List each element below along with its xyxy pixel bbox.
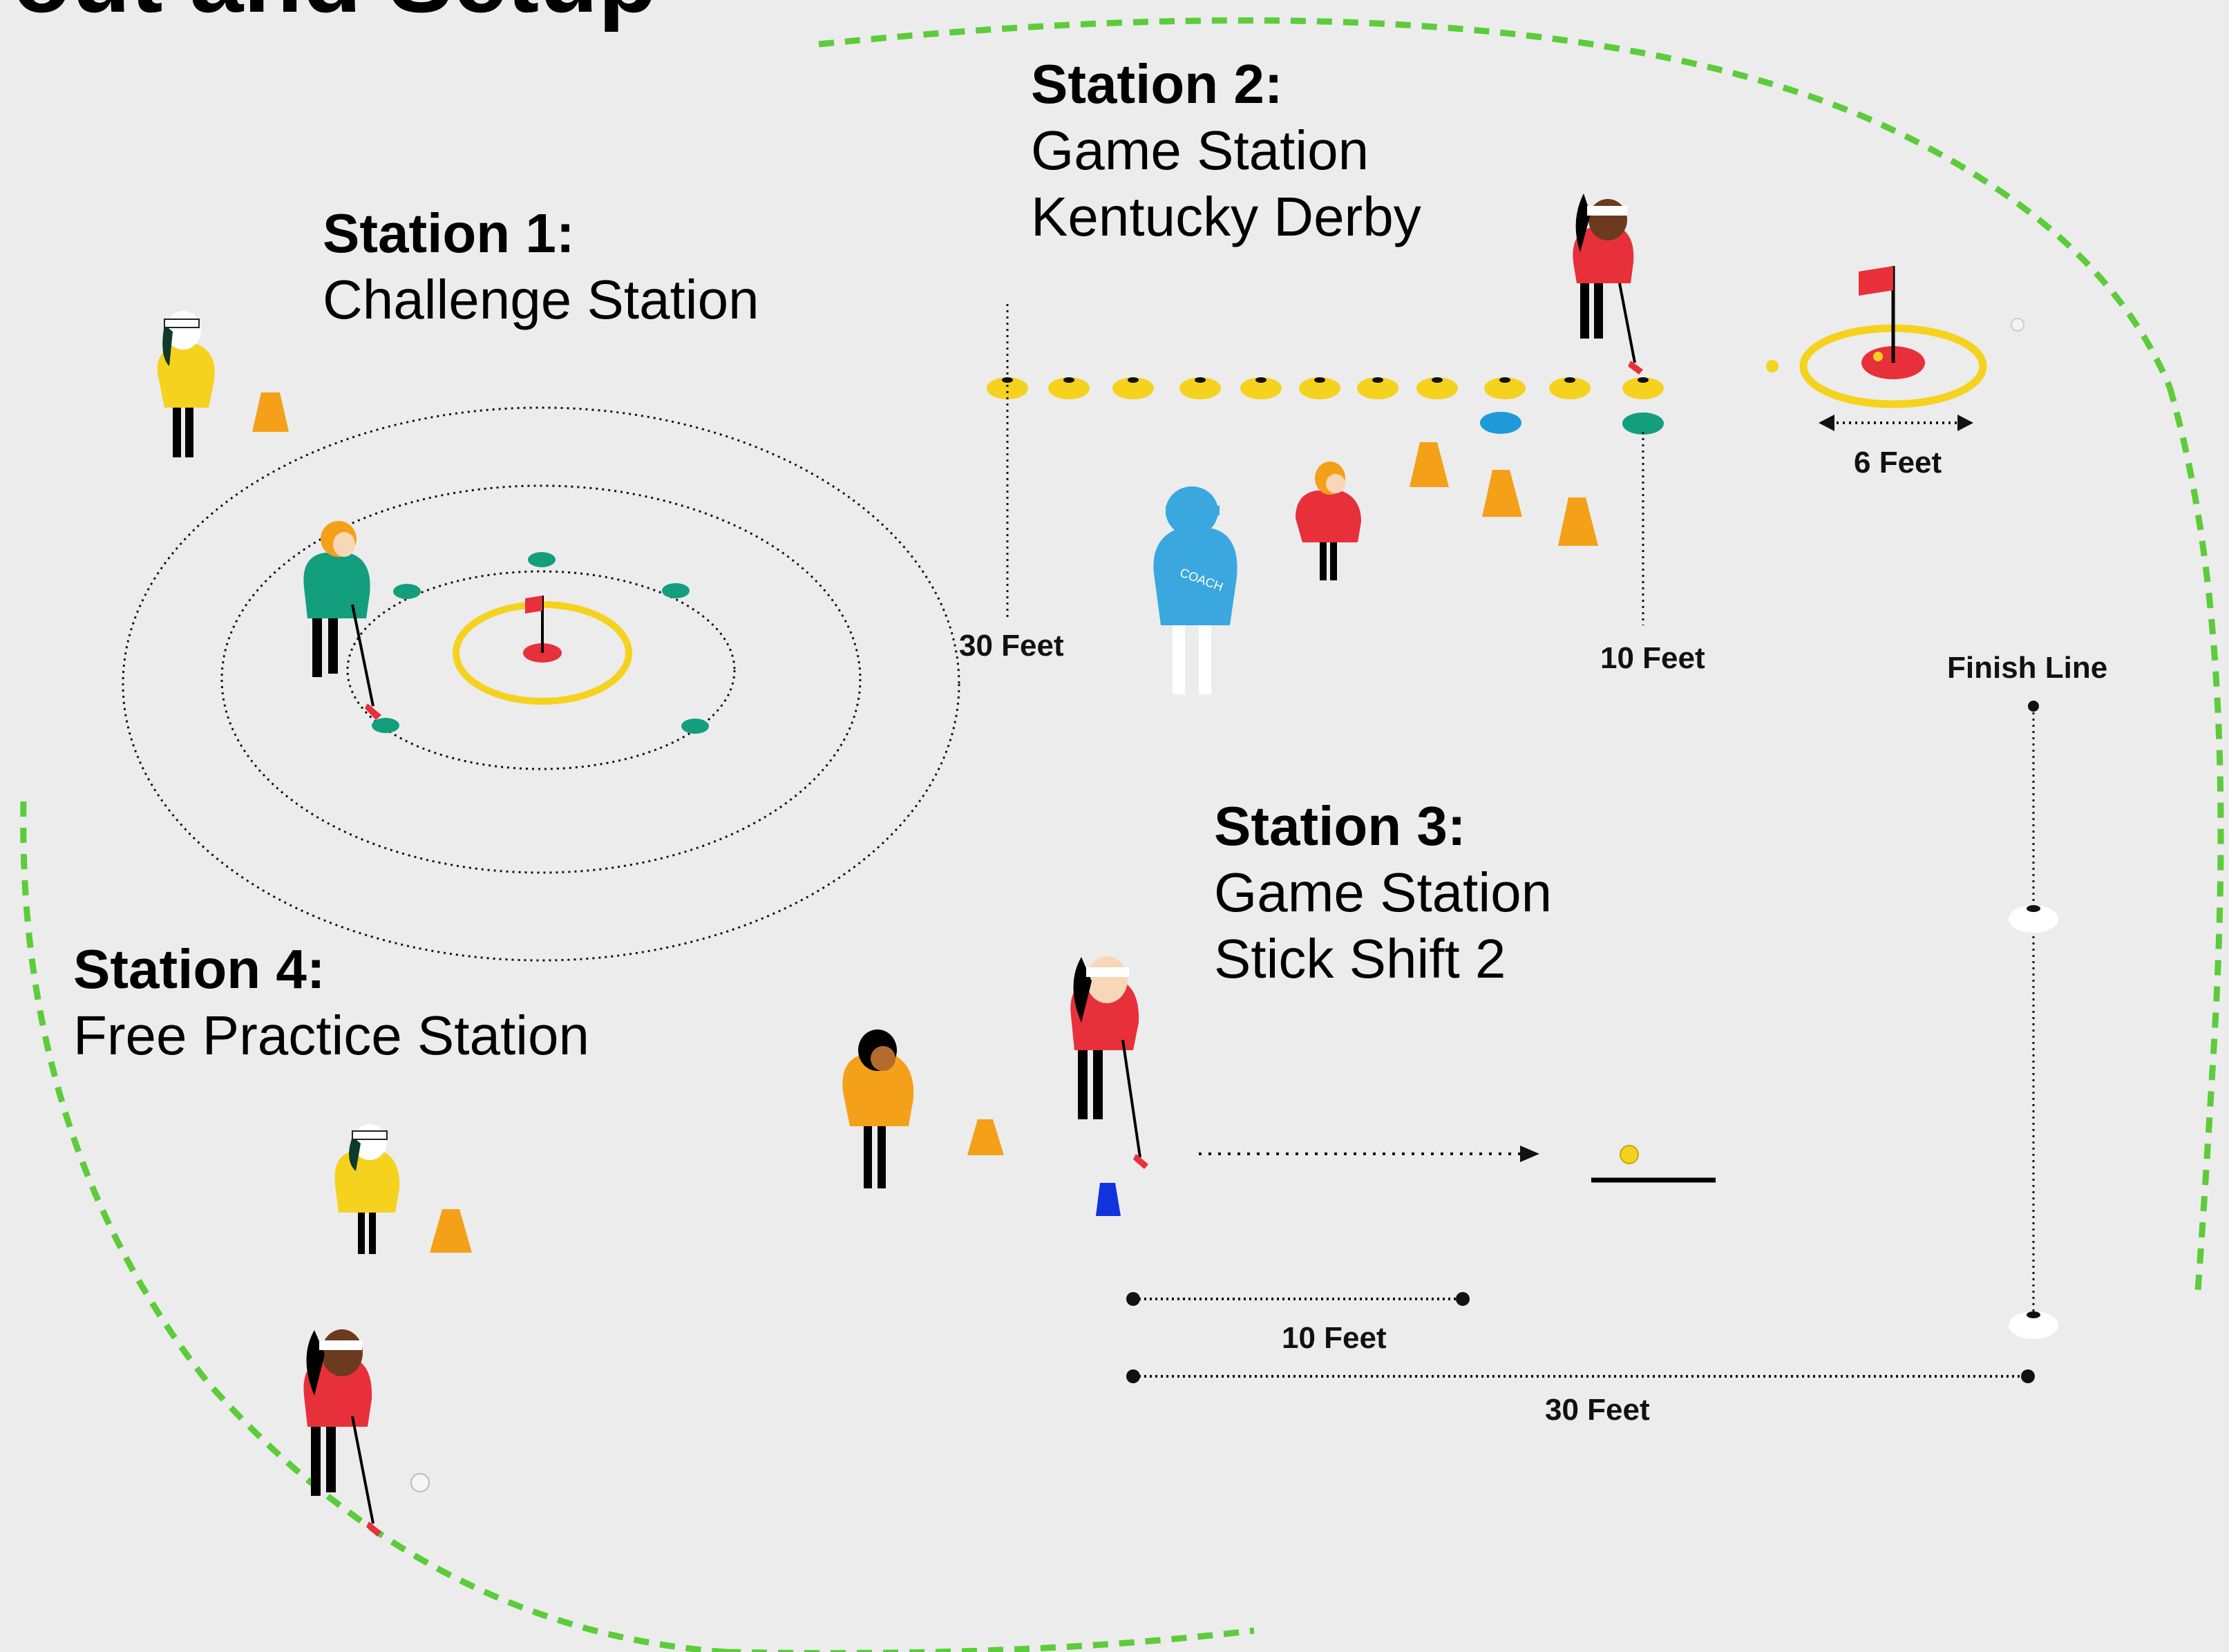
marker-dome-top: [1063, 377, 1074, 383]
golfer-figure: [842, 1029, 914, 1188]
station4-line1: Free Practice Station: [73, 1005, 589, 1066]
arrow-right-icon: [1520, 1146, 1539, 1162]
cones: [252, 392, 1598, 1253]
marker-dome-icon: [1299, 377, 1340, 399]
marker-dome-top: [1128, 377, 1139, 383]
marker-dome-icon: [987, 377, 1028, 399]
marker-dome-top: [1499, 377, 1510, 383]
marker-dome-top: [1564, 377, 1575, 383]
station3-line1: Game Station: [1214, 862, 1553, 923]
station2-label: Station 2: Game Station Kentucky Derby: [1031, 51, 1421, 250]
marker-dome-icon: [1484, 377, 1526, 399]
white-dome-icon: [2009, 1311, 2058, 1339]
marker-dome-icon: [1048, 377, 1090, 399]
golf-ball-icon: [1620, 1145, 1639, 1164]
golfer-figure: [334, 1124, 400, 1254]
marker-dome-icon: [1357, 377, 1398, 399]
boundary-arc-left: [20, 801, 726, 1652]
arrow-left-icon: [1819, 415, 1834, 431]
dim-label-10-feet: 10 Feet: [1282, 1321, 1387, 1355]
golf-ball-icon: [410, 1473, 430, 1492]
boundary-line: [20, 17, 2224, 1652]
ring-inner: [346, 570, 736, 770]
marker-dome-icon: [393, 584, 421, 599]
golfer-figure: [1573, 193, 1643, 374]
cone-icon: [1482, 470, 1522, 517]
station1-label: Station 1: Challenge Station: [323, 200, 759, 333]
station1-rings: [122, 406, 960, 962]
station4-title: Station 4:: [73, 938, 325, 1000]
cone-icon: [1410, 442, 1449, 487]
marker-dome-icon: [1549, 377, 1591, 399]
dim-endpoint: [1456, 1292, 1470, 1306]
finish-line-label: Finish Line: [1947, 651, 2108, 685]
marker-dome-icon: [1112, 377, 1154, 399]
golfer-figure: [1296, 462, 1361, 580]
station1-title: Station 1:: [323, 202, 575, 264]
golf-ball-icon: [1766, 360, 1779, 372]
marker-dome-icon: [372, 718, 399, 733]
flag-icon: [1859, 266, 1893, 296]
dim-label-30-feet: 30 Feet: [1545, 1393, 1650, 1427]
marker-dome-top: [1255, 377, 1267, 383]
dim-endpoint: [2021, 1369, 2035, 1383]
marker-dome-icon: [1622, 377, 1664, 399]
marker-dome-top: [1314, 377, 1325, 383]
ring-outer: [122, 406, 960, 962]
golf-ball-icon: [2011, 318, 2024, 332]
marker-dome-icon: [1416, 377, 1458, 399]
dim-label-10-feet: 10 Feet: [1600, 641, 1705, 675]
marker-dome-top: [1195, 377, 1206, 383]
station3-label: Station 3: Game Station Stick Shift 2: [1214, 793, 1552, 992]
marker-dome-icon: [528, 552, 556, 567]
cone-icon: [430, 1209, 472, 1253]
marker-dome-icon: [681, 719, 709, 734]
dim-label-6-feet: 6 Feet: [1854, 446, 1942, 480]
cone-icon: [1558, 497, 1598, 546]
golfer-figure: [157, 311, 215, 457]
station1-line1: Challenge Station: [323, 269, 759, 330]
golf-ball-icon: [1873, 352, 1883, 361]
golfer-figure: [303, 1329, 381, 1537]
station2-dome-row: [987, 377, 1664, 399]
dim-endpoint: [1126, 1369, 1140, 1383]
marker-dome-icon: [1480, 412, 1521, 434]
marker-dome-icon: [1240, 377, 1282, 399]
station1-domes: [372, 552, 709, 734]
station2-target: [1766, 266, 2024, 408]
station1-target: [453, 596, 632, 705]
marker-dome-icon: [1179, 377, 1221, 399]
boundary-arc-bottom: [725, 1627, 1255, 1652]
ring-middle: [220, 484, 862, 874]
golfer-figure: [303, 521, 381, 720]
arrow-right-icon: [1957, 415, 1973, 431]
station2-line1: Game Station: [1031, 120, 1369, 181]
golfer-figure: [1070, 956, 1148, 1169]
boundary-arc-top: [818, 17, 2173, 388]
page-title: yout and Setup: [0, 0, 657, 35]
station2-line2: Kentucky Derby: [1031, 186, 1421, 247]
blue-cone-icon: [1096, 1183, 1121, 1216]
finish-line-endpoint: [2028, 701, 2039, 712]
coach-figure: COACH: [1153, 486, 1237, 694]
marker-dome-top: [1432, 377, 1443, 383]
marker-dome-top: [1372, 377, 1383, 383]
station2-title: Station 2:: [1031, 53, 1283, 115]
flag-icon: [525, 596, 542, 614]
marker-dome-top: [1638, 377, 1649, 383]
station3-title: Station 3:: [1214, 795, 1466, 857]
dim-label-30-feet: 30 Feet: [959, 629, 1064, 663]
cone-icon: [252, 392, 289, 432]
station4-label: Station 4: Free Practice Station: [73, 936, 589, 1069]
boundary-arc-right: [2166, 386, 2224, 1300]
dim-endpoint: [1126, 1292, 1140, 1306]
marker-dome-icon: [1622, 412, 1664, 435]
marker-dome-icon: [662, 583, 690, 598]
station3-line2: Stick Shift 2: [1214, 928, 1506, 989]
cone-icon: [967, 1119, 1004, 1155]
white-dome-icon: [2009, 905, 2058, 933]
